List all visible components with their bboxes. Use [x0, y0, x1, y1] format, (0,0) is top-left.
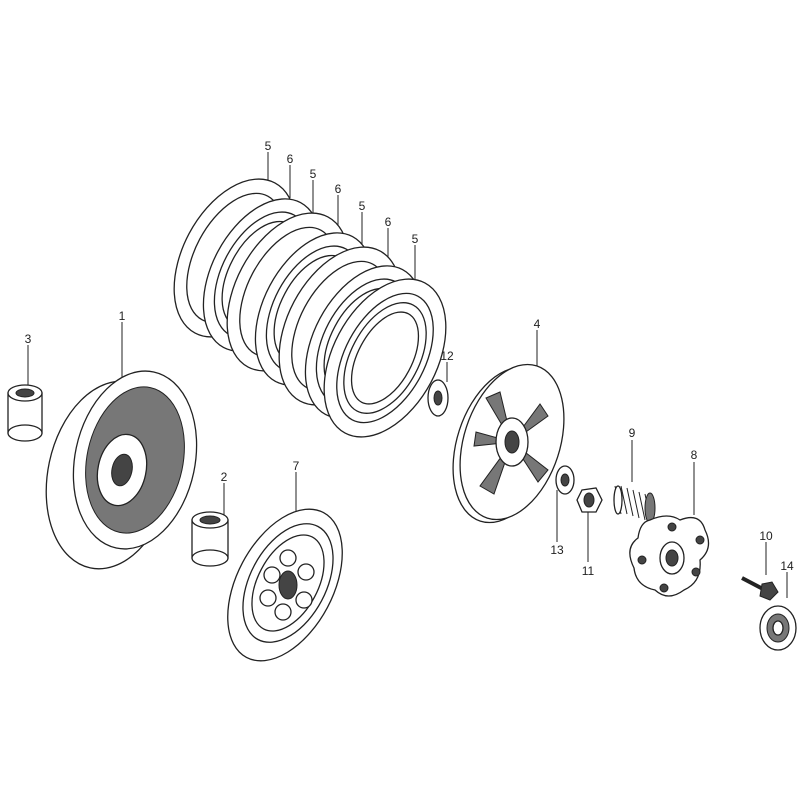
clutch-spring-9	[613, 485, 656, 524]
lock-nut-11	[576, 487, 603, 513]
bushing-3	[7, 384, 43, 442]
callout-2: 2	[221, 470, 228, 484]
callout-10: 10	[759, 529, 773, 543]
callout-11: 11	[582, 564, 595, 578]
callout-5c: 5	[359, 199, 366, 213]
washer-13	[555, 465, 575, 495]
callout-6c: 6	[385, 215, 392, 229]
callout-labels: 5 6 5 6 5 6 5 1 3 12 4 9 8 2 7 13 11 10 …	[25, 139, 794, 578]
callout-12: 12	[440, 349, 454, 363]
bearing-14	[759, 605, 797, 651]
callout-5d: 5	[412, 232, 419, 246]
callout-5b: 5	[310, 167, 317, 181]
clutch-plate-stack	[173, 178, 447, 438]
callout-8: 8	[691, 448, 698, 462]
callout-6a: 6	[287, 152, 294, 166]
callout-13: 13	[550, 543, 564, 557]
callout-7: 7	[293, 459, 300, 473]
bolt-10	[741, 576, 779, 601]
callout-5a: 5	[265, 139, 272, 153]
leader-lines	[27, 152, 788, 598]
pressure-plate-7	[227, 508, 343, 662]
clutch-outer-1	[45, 370, 198, 570]
callout-9: 9	[629, 426, 636, 440]
callout-1: 1	[119, 309, 126, 323]
callout-6b: 6	[335, 182, 342, 196]
callout-4: 4	[534, 317, 541, 331]
washer-12	[427, 379, 449, 417]
callout-14: 14	[780, 559, 794, 573]
friction-disc-5d	[323, 278, 447, 438]
clutch-center-4	[452, 363, 565, 524]
callout-3: 3	[25, 332, 32, 346]
collar-2	[191, 511, 229, 567]
lifter-plate-8	[629, 515, 710, 597]
